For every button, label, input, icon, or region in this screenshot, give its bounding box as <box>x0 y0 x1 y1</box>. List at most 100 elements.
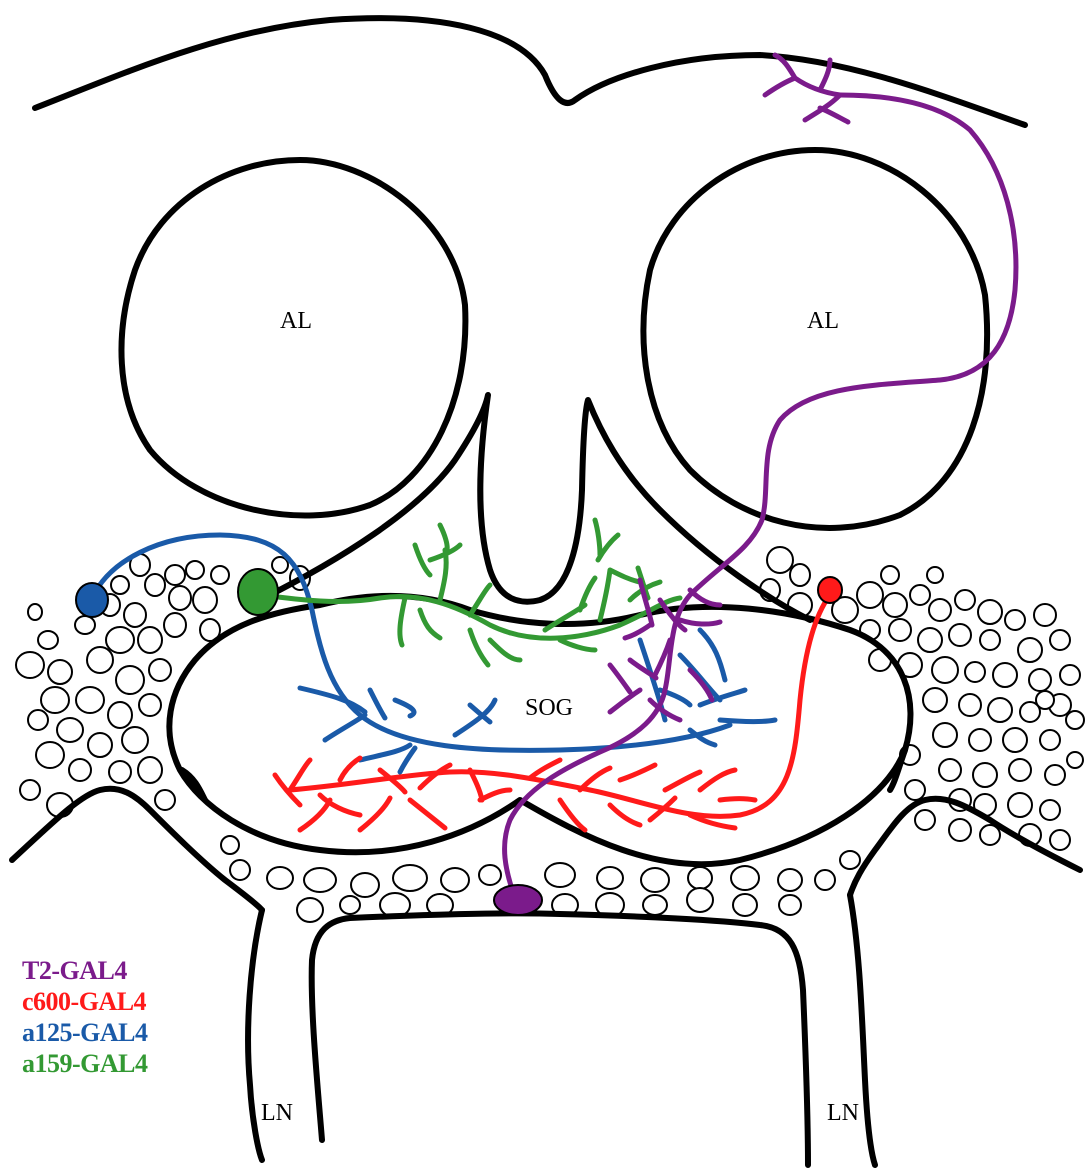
cortex-cell-body <box>441 868 469 892</box>
sog-lower-edge <box>182 770 205 800</box>
cortex-cell-body <box>949 819 971 841</box>
cortex-cell-body <box>988 698 1012 722</box>
antennal-lobe-left <box>121 160 465 516</box>
cortex-cell-body <box>973 763 997 787</box>
cortex-cell-body <box>193 587 217 613</box>
cortex-cell-body <box>881 566 899 584</box>
antennal-lobe-right <box>643 150 987 528</box>
a159-branches <box>400 520 660 665</box>
cortex-cell-body <box>1040 800 1060 820</box>
t2-cell-body <box>494 885 542 915</box>
cortex-cell-body <box>545 863 575 887</box>
cortex-cell-body <box>980 630 1000 650</box>
legend: T2-GAL4 c600-GAL4 a125-GAL4 a159-GAL4 <box>22 955 148 1079</box>
cortex-cell-body <box>393 865 427 891</box>
cortex-cell-body <box>479 865 501 885</box>
cortex-cell-body <box>1066 711 1084 729</box>
label-sog: SOG <box>525 695 573 721</box>
cortex-cell-body <box>929 599 951 621</box>
cortex-cell-body <box>939 759 961 781</box>
cortex-cell-body <box>186 561 204 579</box>
cortex-cell-body <box>1029 669 1051 691</box>
cortex-cell-body <box>932 657 958 683</box>
cortex-cell-body <box>36 742 64 768</box>
cortex-cell-body <box>88 733 112 757</box>
cortex-cell-body <box>122 727 148 753</box>
cortex-cell-body <box>815 870 835 890</box>
legend-item-t2: T2-GAL4 <box>22 955 148 986</box>
cortex-cell-body <box>109 761 131 783</box>
cortex-cell-body <box>857 582 883 608</box>
cortex-cell-body <box>688 867 712 889</box>
cortex-cell-body <box>1008 793 1032 817</box>
nerve-left-inner <box>312 913 808 1165</box>
cortex-cell-body <box>124 603 146 627</box>
a125-cell-body <box>76 583 108 617</box>
cortex-cell-body <box>139 694 161 716</box>
cortex-cell-body <box>790 564 810 586</box>
label-al-right: AL <box>807 308 839 334</box>
cortex-cell-body <box>1018 638 1042 662</box>
cortex-cell-body <box>687 888 713 912</box>
cortex-cell-body <box>149 659 171 681</box>
cortex-cell-body <box>69 759 91 781</box>
cortex-cell-body <box>905 780 925 800</box>
legend-item-a125: a125-GAL4 <box>22 1017 148 1048</box>
cortex-cell-body <box>597 867 623 889</box>
cortex-cell-body <box>138 627 162 653</box>
label-al-left: AL <box>280 308 312 334</box>
cortex-cell-body <box>164 613 186 637</box>
cortex-cell-body <box>767 547 793 573</box>
cortex-cell-body <box>221 836 239 854</box>
cortex-cell-body <box>20 780 40 800</box>
cortex-cell-body <box>28 604 42 620</box>
cortex-cell-body <box>138 757 162 783</box>
cortex-cell-body <box>38 631 58 649</box>
cortex-cell-body <box>993 663 1017 687</box>
brain-top-edge <box>35 18 1025 125</box>
cortex-cell-body <box>733 894 757 916</box>
cortex-cell-body <box>108 702 132 728</box>
cortex-cell-body <box>965 662 985 682</box>
legend-item-c600: c600-GAL4 <box>22 986 148 1017</box>
cortex-cell-body <box>1045 765 1065 785</box>
cortex-cell-body <box>169 586 191 610</box>
cortex-cell-body <box>883 593 907 617</box>
cortex-cell-body <box>48 660 72 684</box>
cortex-cell-body <box>106 627 134 653</box>
cortex-cell-body <box>1003 728 1027 752</box>
cortex-cell-body <box>230 860 250 880</box>
cortex-cell-body <box>918 628 942 652</box>
cortex-cell-body <box>76 687 104 713</box>
c600-cell-body <box>818 577 842 603</box>
nerve-left <box>248 910 262 1160</box>
cortex-cell-body <box>340 896 360 914</box>
cortex-cell-body <box>1067 752 1083 768</box>
cell-body-cluster <box>16 547 1084 922</box>
cortex-cell-body <box>959 694 981 716</box>
cortex-cell-body <box>949 624 971 646</box>
cortex-cell-body <box>1009 759 1031 781</box>
cortex-cell-body <box>923 688 947 712</box>
cortex-cell-body <box>57 718 83 742</box>
central-notch <box>260 395 810 620</box>
cortex-cell-body <box>1050 630 1070 650</box>
cortex-cell-body <box>16 652 44 678</box>
label-ln-left: LN <box>261 1100 293 1126</box>
cortex-cell-body <box>969 729 991 751</box>
cortex-cell-body <box>778 869 802 891</box>
cortex-cell-body <box>933 723 957 747</box>
cortex-cell-body <box>1060 665 1080 685</box>
cortex-cell-body <box>28 710 48 730</box>
cortex-cell-body <box>116 666 144 694</box>
cortex-cell-body <box>211 566 229 584</box>
cortex-cell-body <box>927 567 943 583</box>
cortex-cell-body <box>155 790 175 810</box>
cortex-cell-body <box>731 866 759 890</box>
cortex-cell-body <box>643 895 667 915</box>
neuron-a159 <box>238 520 680 665</box>
cortex-cell-body <box>1036 691 1054 709</box>
cortex-cell-body <box>889 619 911 641</box>
cortex-cell-body <box>111 576 129 594</box>
